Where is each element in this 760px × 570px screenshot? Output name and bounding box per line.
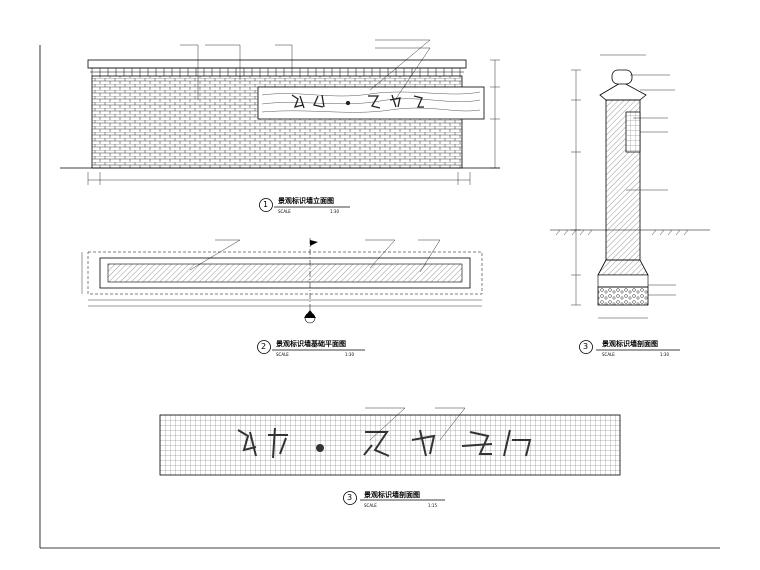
view-title-1: 景观标识墙立面图: [278, 197, 334, 205]
section-view: [550, 54, 710, 319]
section-leaders: [626, 74, 676, 296]
title-elevation: [259, 198, 350, 212]
view-scale-label-1: SCALE: [278, 209, 291, 214]
view-title-3: 景观标识墙剖面图: [602, 340, 658, 348]
view-title-2: 景观标识墙基础平面图: [276, 340, 346, 348]
title-detail: [343, 491, 445, 505]
plan-leaders: [189, 239, 441, 273]
foundation-plan-view: [81, 238, 483, 324]
view-title-4: 景观标识墙剖面图: [364, 491, 420, 499]
elevation-leaders: [180, 39, 431, 101]
view-scale-label-2: SCALE: [276, 352, 289, 357]
section-marker: [304, 310, 316, 324]
view-scale-label-4: SCALE: [364, 503, 377, 508]
title-plan: [257, 340, 365, 354]
detail-leaders: [365, 407, 466, 441]
plan-dimensions: [81, 252, 482, 307]
view-number-3: 3: [582, 342, 589, 351]
sheet-border: [39, 45, 720, 549]
sign-panel: [257, 86, 485, 120]
section-dimensions: [571, 54, 648, 319]
elevation-dimensions: [87, 59, 500, 185]
view-number-1: 1: [262, 200, 269, 209]
sign-calligraphy: [291, 94, 424, 109]
title-section: [579, 340, 680, 354]
view-number-4: 3: [346, 493, 353, 502]
view-scale-1: 1:30: [330, 209, 339, 214]
lettering-detail-view: [159, 407, 621, 476]
view-number-2: 2: [260, 342, 267, 351]
view-scale-2: 1:30: [345, 352, 354, 357]
view-scale-label-3: SCALE: [602, 352, 615, 357]
cap-dentils: [90, 67, 464, 76]
view-scale-4: 1:15: [428, 503, 437, 508]
view-scale-3: 1:30: [660, 352, 669, 357]
detail-calligraphy: [237, 427, 532, 459]
elevation-view: [60, 39, 500, 185]
